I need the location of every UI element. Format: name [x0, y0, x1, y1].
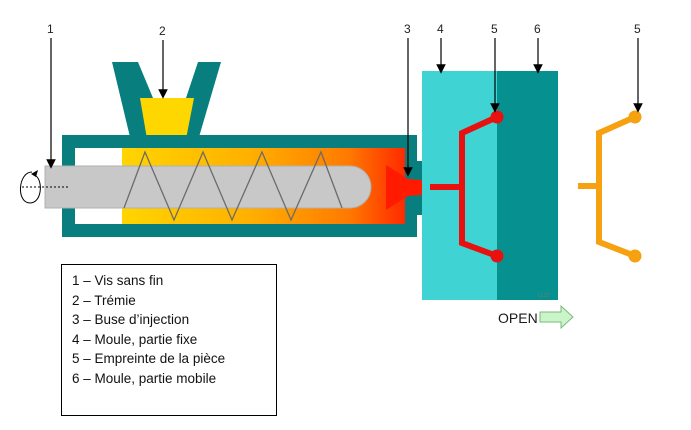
legend-item: 1 – Vis sans fin [72, 273, 164, 288]
hopper [112, 62, 221, 139]
ejected-part [578, 110, 642, 263]
callout-arrows [46, 38, 643, 177]
legend-item: 2 – Trémie [72, 292, 136, 308]
callout-2: 2 [159, 24, 166, 38]
callout-5: 5 [491, 22, 498, 36]
mobile-mold [497, 71, 558, 300]
callout-1: 1 [47, 22, 54, 36]
legend-item: 3 – Buse d’injection [72, 312, 190, 327]
legend-box: 1 – Vis sans fin 2 – Trémie 3 – Buse d’i… [61, 264, 277, 416]
part-cavity [430, 110, 504, 263]
rotation-icon [20, 170, 70, 204]
callout-3: 3 [404, 22, 411, 36]
callout-6: 6 [534, 22, 541, 36]
legend-item: 6 – Moule, partie mobile [72, 370, 217, 386]
open-label: OPEN [498, 310, 538, 326]
legend-item: 5 – Empreinte de la pièce [72, 351, 226, 366]
mini-label: LLS7 [538, 293, 550, 299]
callout-4: 4 [437, 22, 444, 36]
open-arrow-icon [539, 304, 574, 330]
callout-5-ejected: 5 [634, 22, 641, 36]
screw [44, 150, 372, 222]
legend-item: 4 – Moule, partie fixe [72, 331, 198, 347]
